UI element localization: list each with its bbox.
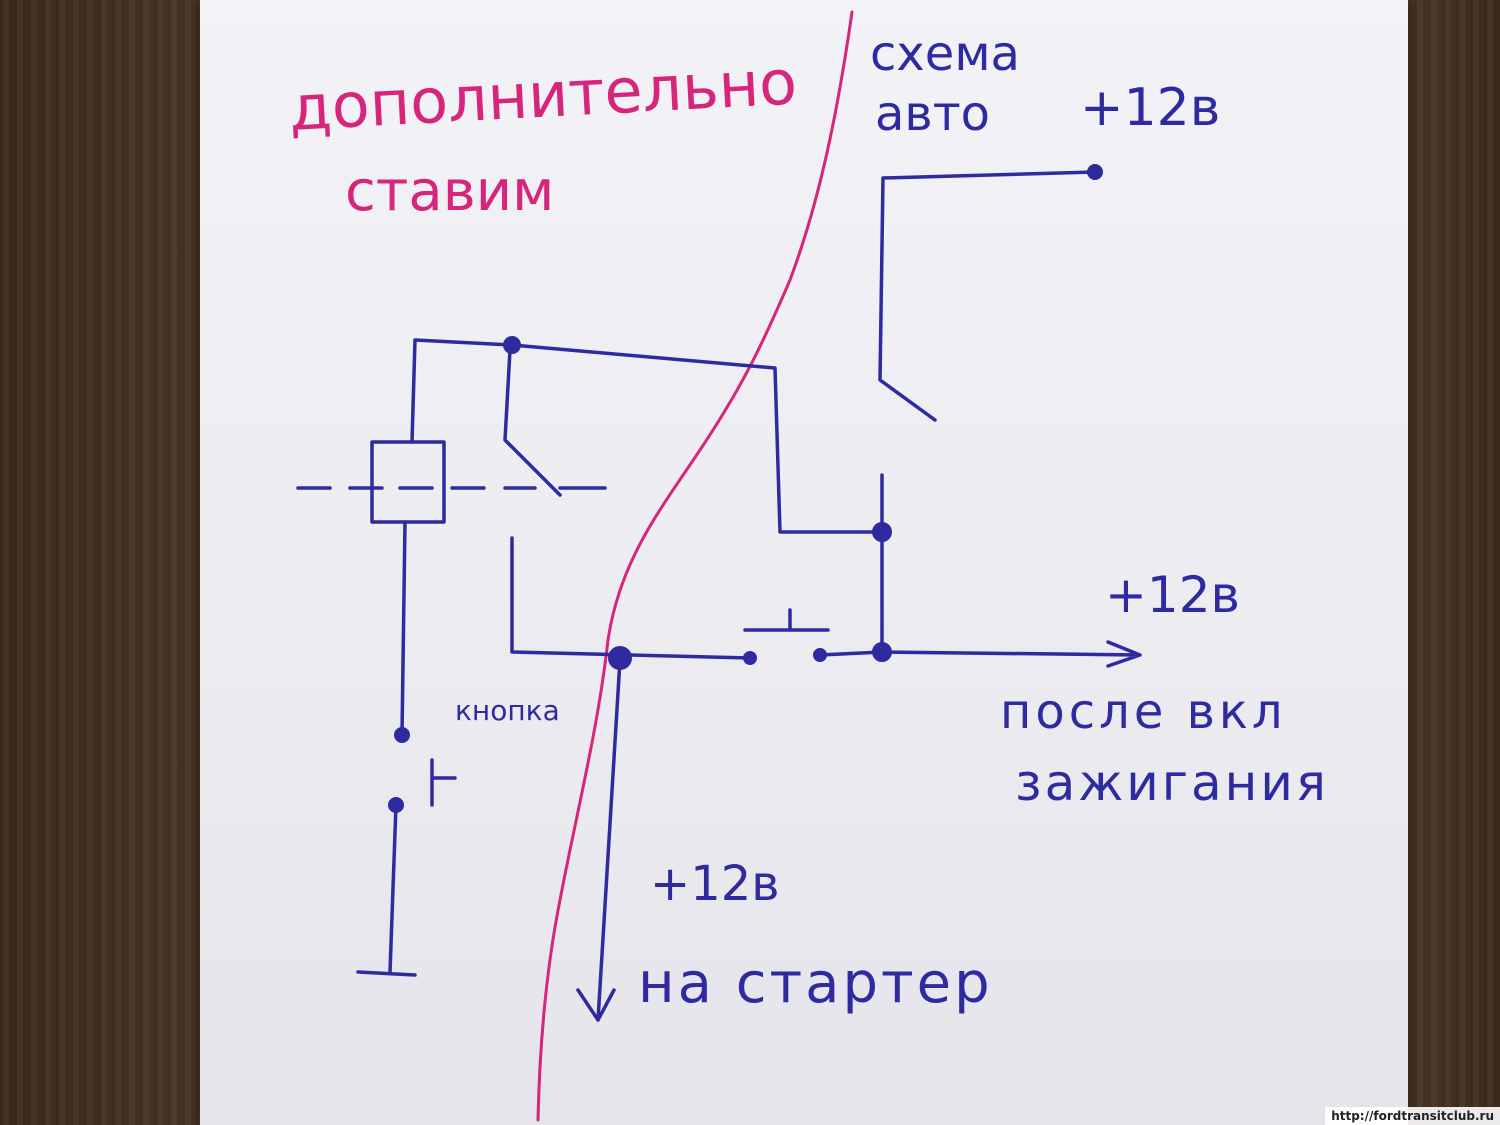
junction-right-bottom	[872, 642, 892, 662]
junction-relay-top	[503, 336, 521, 354]
terminal-push-bottom	[388, 797, 404, 813]
wire-ground	[356, 803, 417, 977]
terminal-button-left	[743, 651, 757, 665]
label-to-starter: на стартер	[638, 951, 993, 1016]
paper-sheet	[200, 0, 1408, 1125]
junction-right-mid	[872, 522, 892, 542]
wire-bottom-main	[510, 536, 752, 660]
label-plus12-right: +12в	[1105, 566, 1240, 624]
push-button	[430, 758, 457, 807]
relay-coil-wire-bottom	[400, 520, 407, 737]
label-after-ignition-1: после вкл	[1000, 684, 1287, 740]
label-additional-1: дополнительно	[287, 45, 799, 145]
wire-button-link	[818, 650, 884, 657]
label-additional-2: ставим	[345, 159, 554, 224]
label-car-scheme-1: схема	[870, 26, 1020, 82]
label-plus12-top: +12в	[1080, 78, 1220, 138]
relay-coil-wire-top	[410, 338, 514, 444]
relay-coil	[370, 440, 446, 524]
divider-line	[536, 10, 854, 1122]
wire-starter-arrow	[576, 658, 622, 1022]
label-plus12-bottom: +12в	[650, 856, 780, 912]
terminal-push-top	[394, 727, 410, 743]
label-button: кнопка	[455, 694, 560, 727]
relay-contact	[503, 348, 562, 497]
wire-top-plus12	[878, 170, 1097, 422]
terminal-plus12-top	[1087, 164, 1103, 180]
terminal-button-right	[813, 648, 827, 662]
wire-right-mid	[510, 343, 884, 534]
label-car-scheme-2: авто	[875, 86, 990, 142]
label-after-ignition-2: зажигания	[1015, 754, 1329, 812]
junction-starter	[608, 646, 632, 670]
wire-ignition-arrow	[880, 640, 1142, 668]
watermark: http://fordtransitclub.ru	[1325, 1107, 1500, 1125]
button-main	[743, 608, 830, 632]
